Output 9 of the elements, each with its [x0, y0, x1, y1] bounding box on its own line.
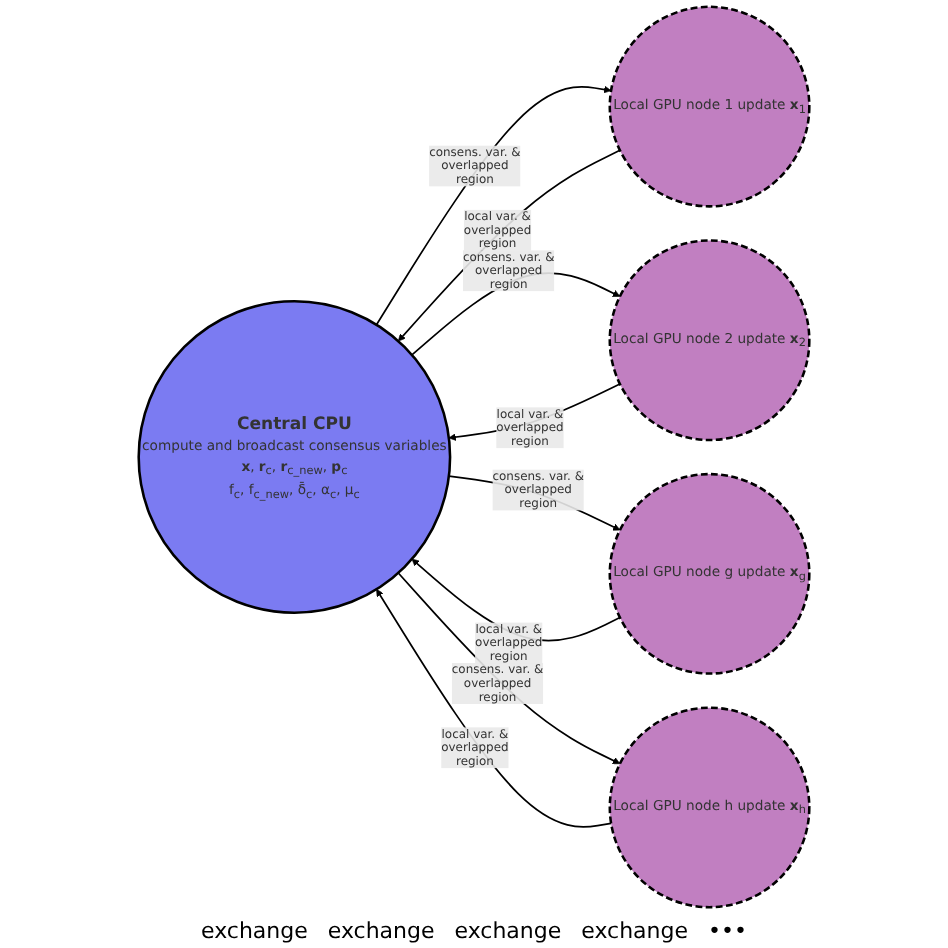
note-label: •••	[708, 918, 747, 944]
note-label: exchange	[454, 918, 562, 944]
note-label: exchange	[581, 918, 689, 944]
arrow	[397, 149, 621, 342]
arrow	[397, 572, 621, 765]
arrow	[375, 85, 612, 326]
arrow	[376, 589, 612, 828]
note-label: exchange	[201, 918, 308, 944]
note-label: exchange	[327, 918, 435, 944]
